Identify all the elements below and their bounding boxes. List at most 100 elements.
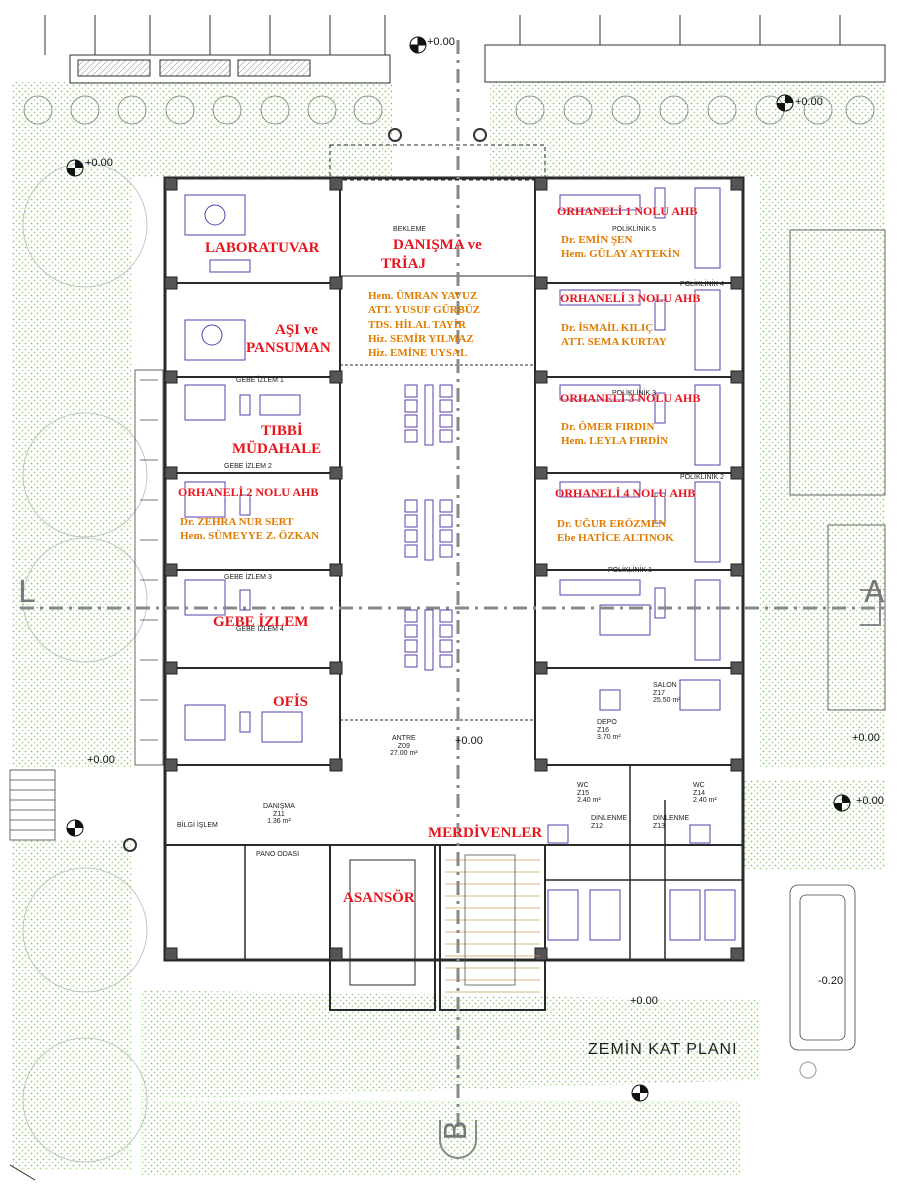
axis-bubbles (439, 589, 881, 1159)
label-text: Z14 (693, 789, 706, 797)
room-asansor: ASANSÖR (343, 890, 415, 906)
level-top-left: +0.00 (85, 157, 113, 169)
label-text: WC (693, 782, 705, 789)
room-merdivenler: MERDİVENLER (428, 825, 543, 841)
level-right: +0.00 (852, 732, 880, 744)
staff-name: Hiz. SEMİR YILMAZ (368, 332, 474, 345)
axis-label-bottom: B (438, 1120, 474, 1141)
label-gebe-izlem-1: GEBE İZLEM 1 (236, 377, 284, 384)
room-tibbi-line2: MÜDAHALE (232, 441, 322, 457)
level-bottom: +0.00 (630, 995, 658, 1007)
label-gebe-izlem-3: GEBE İZLEM 3 (224, 574, 272, 581)
staff-name: Ebe HATİCE ALTINOK (557, 532, 674, 545)
label-dinlenme-2: DİNLENME Z13 (653, 815, 689, 830)
staff-name: Dr. ÖMER FIRDIN (561, 421, 655, 433)
label-text: 2.40 m² (693, 797, 717, 805)
label-text: 3.70 m² (597, 734, 621, 742)
level-right-lower: +0.00 (856, 795, 884, 807)
level-antre: +0.00 (455, 735, 483, 747)
label-text: Z15 (577, 789, 590, 797)
room-ahb4: ORHANELİ 4 NOLU AHB (555, 486, 696, 500)
label-poliklinik-4: POLİKLİNİK 4 (680, 281, 724, 288)
north-line (9, 1164, 36, 1181)
room-danisma-triaj-line1: DANIŞMA ve (393, 237, 482, 253)
level-top: +0.00 (427, 36, 455, 48)
label-text: Z09 (397, 742, 410, 750)
room-gebe-izlem: GEBE İZLEM (213, 614, 309, 630)
room-ahb3a: ORHANELİ 3 NOLU AHB (560, 291, 701, 305)
room-tibbi-line1: TIBBİ (261, 423, 303, 439)
room-laboratuvar: LABORATUVAR (205, 240, 320, 256)
staff-name: Hem. ÜMRAN YAVUZ (368, 290, 478, 302)
staff-ahb4: Dr. UĞUR ERÖZMEN Ebe HATİCE ALTINOK (557, 517, 674, 546)
staff-name: Hiz. EMİNE UYSAL (368, 347, 468, 360)
room-asi-line1: AŞI ve (275, 322, 318, 338)
level-parking: -0.20 (818, 975, 844, 987)
label-text: Z12 (591, 822, 604, 830)
staff-triaj: Hem. ÜMRAN YAVUZ ATT. YUSUF GÜRBÜZ TDS. … (368, 289, 480, 360)
axis-lines (20, 40, 885, 1140)
label-text: 27.00 m² (390, 750, 418, 758)
label-poliklinik-5: POLİKLİNİK 5 (612, 226, 656, 233)
label-salon: SALON Z17 25.50 m² (653, 682, 681, 705)
stairs (445, 854, 540, 993)
label-wc-1: WC Z15 2.40 m² (577, 782, 601, 805)
room-ahb2: ORHANELİ 2 NOLU AHB (178, 485, 319, 499)
label-text: Z17 (653, 689, 666, 697)
label-text: DEPO (597, 719, 617, 726)
room-ahb3b: ORHANELİ 3 NOLU AHB (560, 391, 701, 405)
landscape (12, 82, 885, 1175)
label-text: SALON (653, 682, 677, 689)
staff-name: Dr. EMİN ŞEN (561, 234, 633, 246)
staff-name: Dr. İSMAİL KILIÇ (561, 322, 654, 334)
staff-name: Hem. SÜMEYYE Z. ÖZKAN (180, 530, 320, 543)
label-poliklinik-1: POLİKLİNİK 1 (608, 567, 652, 574)
label-text: Z16 (597, 726, 610, 734)
plan-title: ZEMİN KAT PLANI (588, 1041, 738, 1058)
label-text: 1.36 m² (267, 818, 291, 826)
trees (22, 95, 875, 1163)
label-text: 2.40 m² (577, 797, 601, 805)
label-text: WC (577, 782, 589, 789)
label-pano-odasi: PANO ODASI (256, 851, 300, 858)
staff-ahb1: Dr. EMİN ŞEN Hem. GÜLAY AYTEKİN (561, 233, 680, 262)
label-text: 25.50 m² (653, 697, 681, 705)
staff-name: Dr. UĞUR ERÖZMEN (557, 518, 667, 530)
label-bilgi-islem: BİLGİ İŞLEM (177, 822, 218, 829)
label-text: Z13 (653, 822, 666, 830)
staff-name: Hem. GÜLAY AYTEKİN (561, 248, 680, 261)
staff-name: Hem. LEYLA FIRDİN (561, 435, 669, 448)
level-top-right: +0.00 (795, 96, 823, 108)
label-dinlenme-1: DİNLENME Z12 (591, 815, 627, 830)
label-text: DİNLENME (591, 815, 628, 822)
room-asi-line2: PANSUMAN (246, 340, 331, 356)
label-gebe-izlem-4: GEBE İZLEM 4 (236, 626, 284, 633)
axis-label-right: A (864, 575, 885, 610)
label-bekleme: BEKLEME (393, 226, 427, 233)
room-danisma-triaj-line2: TRİAJ (381, 256, 427, 272)
furniture (184, 187, 736, 941)
staff-ahb3a: Dr. İSMAİL KILIÇ ATT. SEMA KURTAY (561, 321, 667, 350)
staff-name: ATT. SEMA KURTAY (561, 336, 667, 349)
label-text: Z11 (273, 810, 285, 818)
label-danisma: DANIŞMA Z11 1.36 m² (263, 803, 295, 826)
label-gebe-izlem-2: GEBE İZLEM 2 (224, 463, 272, 470)
level-markers (66, 36, 851, 1102)
axis-label-left: L (18, 575, 35, 610)
label-text: ANTRE (391, 735, 416, 742)
label-text: DİNLENME (653, 815, 690, 822)
staff-name: Dr. ZEHRA NUR SERT (180, 516, 294, 528)
room-ofis: OFİS (273, 694, 309, 710)
label-poliklinik-2: POLİKLİNİK 2 (680, 474, 724, 481)
staff-ahb2: Dr. ZEHRA NUR SERT Hem. SÜMEYYE Z. ÖZKAN (180, 515, 319, 544)
columns (164, 177, 744, 961)
staff-ahb3b: Dr. ÖMER FIRDIN Hem. LEYLA FIRDİN (561, 420, 668, 449)
top-structures (44, 15, 886, 84)
level-left: +0.00 (87, 754, 115, 766)
label-text: DANIŞMA (263, 803, 295, 810)
label-depo: DEPO Z16 3.70 m² (597, 719, 621, 742)
label-antre: ANTRE Z09 27.00 m² (390, 735, 418, 758)
ramps (9, 229, 886, 1051)
